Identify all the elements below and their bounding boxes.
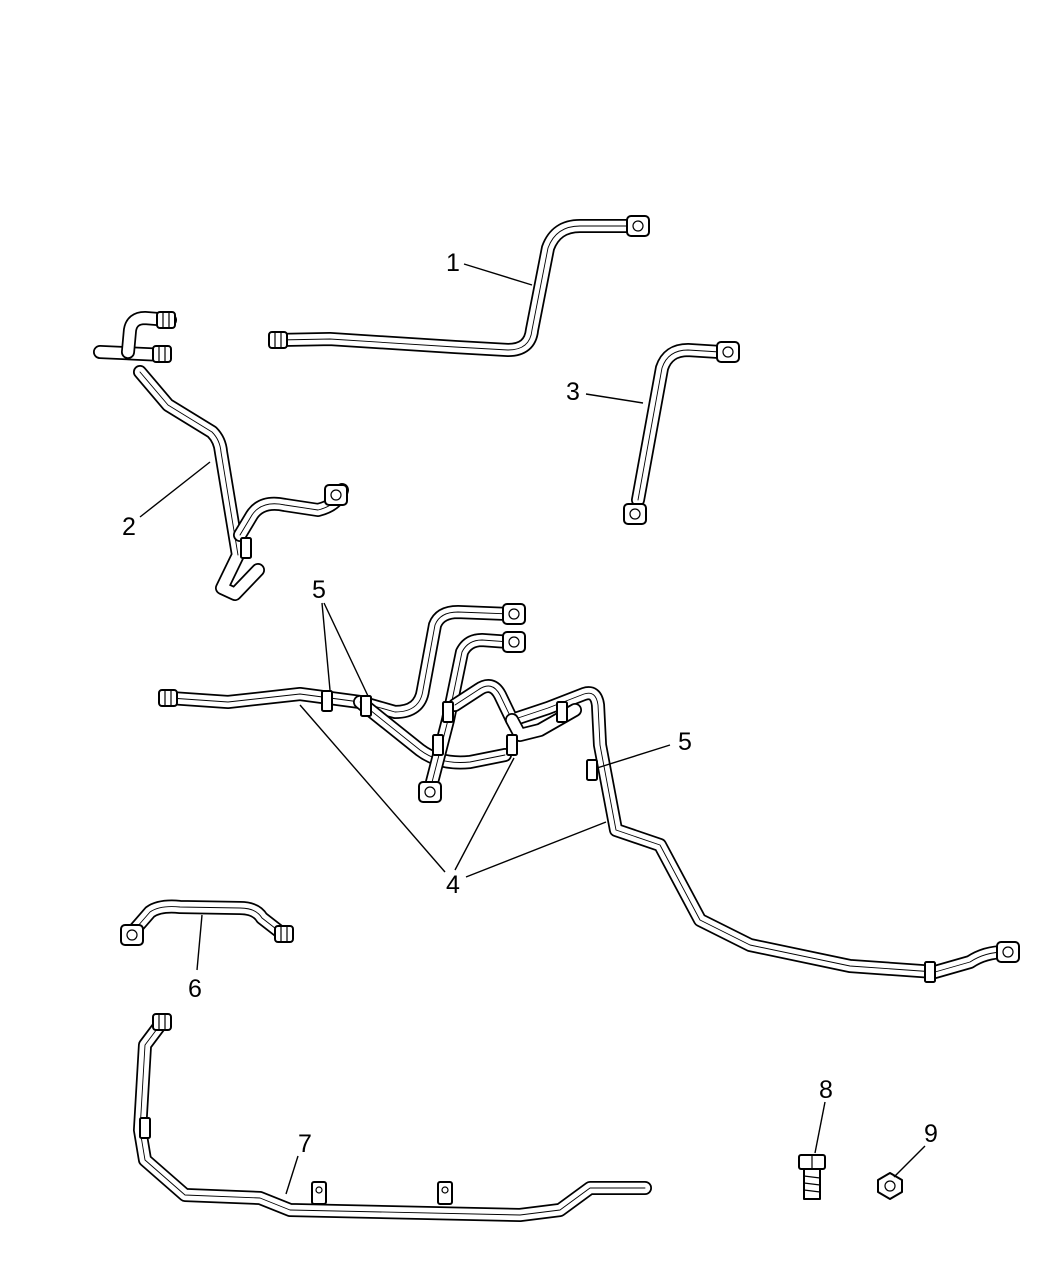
tube-7 [133, 1013, 652, 1222]
hose-3 [623, 341, 740, 525]
heater-hose-assembly-icon [158, 603, 1020, 983]
callout-1: 1 [446, 249, 460, 277]
callout-5-left: 5 [312, 576, 326, 604]
nut-icon [877, 1172, 903, 1200]
heater-hose-icon [93, 311, 349, 601]
bolt-8 [798, 1154, 826, 1200]
callout-3: 3 [566, 378, 580, 406]
callout-4: 4 [446, 871, 460, 899]
coolant-tube-icon [133, 1013, 652, 1222]
heater-hose-icon [268, 215, 650, 357]
callout-7: 7 [298, 1130, 312, 1158]
callout-9: 9 [924, 1120, 938, 1148]
heater-hose-icon [120, 899, 294, 946]
callout-2: 2 [122, 513, 136, 541]
hose-6 [120, 899, 294, 946]
leader-lines [139, 263, 926, 1195]
callout-6: 6 [188, 975, 202, 1003]
callout-5-right: 5 [678, 728, 692, 756]
hose-assembly-4 [158, 603, 1020, 983]
callouts: 1 2 3 4 5 5 6 7 8 9 [122, 249, 938, 1158]
bolt-icon [798, 1154, 826, 1200]
nut-9 [877, 1172, 903, 1200]
callout-8: 8 [819, 1076, 833, 1104]
heater-hose-icon [623, 341, 740, 525]
hose-2 [93, 311, 349, 601]
hose-1 [268, 215, 650, 357]
